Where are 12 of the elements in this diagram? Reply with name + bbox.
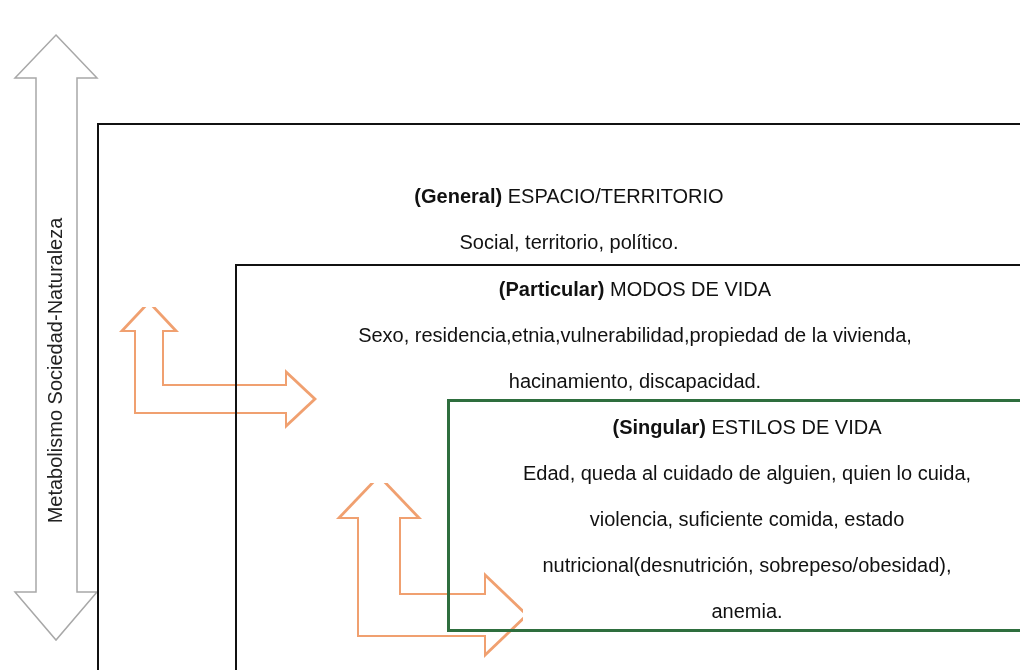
box-text: Social, territorio, político. [458,230,680,255]
box-heading: (Particular) MODOS DE VIDA [497,277,773,302]
level-box [97,123,1020,670]
box-heading: (General) ESPACIO/TERRITORIO [413,184,725,209]
box-text: Sexo, residencia,etnia,vulnerabilidad,propiedad de la vivienda, hacinamiento, discapacidad. [357,323,913,394]
level-box [447,399,1020,632]
double-arrow [335,474,529,659]
box-text: Edad, queda al cuidado de alguien, quien lo cuida, violencia, suficiente comida, estado nutricional(desnutrición, sobrepeso/obesidad), anemia. [521,461,973,624]
arrow-label: Metabolismo Sociedad-Naturaleza [44,217,68,523]
box-heading: (Singular) ESTILOS DE VIDA [611,415,883,440]
level-box [235,264,1020,670]
double-arrow [119,300,317,429]
